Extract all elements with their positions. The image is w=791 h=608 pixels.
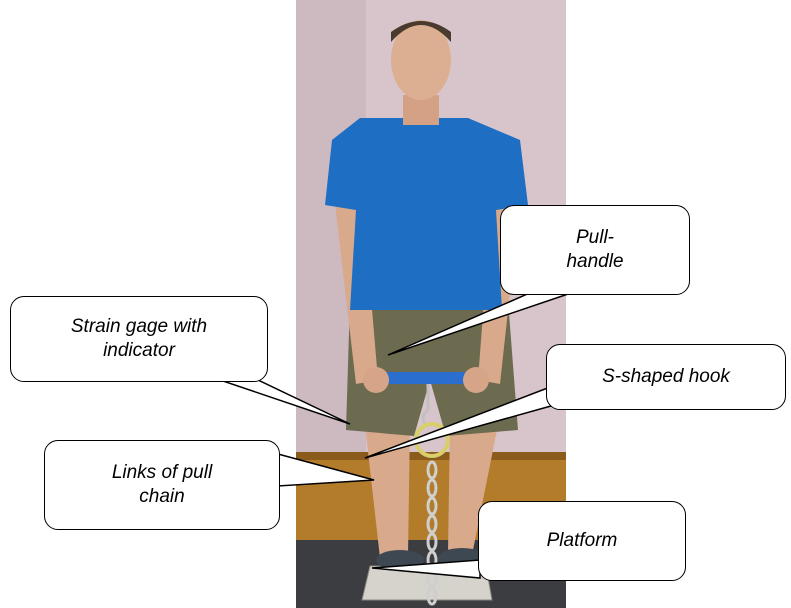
chain-link [426, 496, 438, 516]
shorts [346, 300, 518, 436]
t-shirt [325, 118, 528, 310]
pull-handle-bar [372, 372, 480, 384]
chain-link [426, 532, 438, 552]
chain-link [426, 514, 438, 534]
callout-s-hook-text: S-shaped hook [602, 366, 730, 388]
right-leg [448, 425, 498, 555]
callout-strain-gage-text: Strain gage with indicator [70, 316, 208, 361]
photo [296, 0, 566, 608]
chain-link [426, 478, 438, 498]
head [391, 20, 451, 100]
callout-chain-links-text: Links of pull chain [111, 462, 213, 507]
callout-strain-gage: Strain gage with indicator [10, 296, 268, 382]
callout-s-hook: S-shaped hook [546, 344, 786, 410]
chain-link [426, 460, 438, 480]
callout-platform-text: Platform [546, 530, 618, 552]
callout-pull-handle: Pull- handle [500, 205, 690, 295]
hair [391, 21, 451, 42]
callout-pointers [219, 291, 575, 579]
callout-pull-handle-text: Pull- handle [566, 227, 624, 272]
callout-chain-links: Links of pull chain [44, 440, 280, 530]
callout-platform: Platform [478, 501, 686, 581]
left-hand [363, 367, 389, 393]
left-leg [365, 425, 410, 558]
chain-link [426, 586, 438, 606]
right-hand [463, 367, 489, 393]
